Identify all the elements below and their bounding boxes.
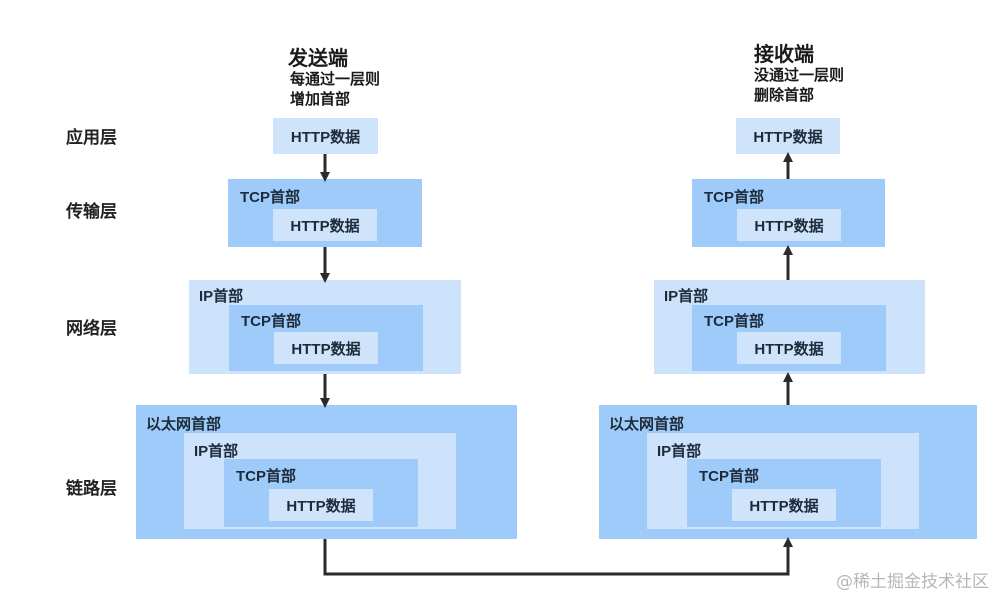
receiver-subtitle-line1: 没通过一层则 xyxy=(754,67,845,84)
receiver-network-ip-box: IP首部 TCP首部 HTTP数据 xyxy=(654,280,925,374)
sender-link-tcp-label: TCP首部 xyxy=(236,468,297,485)
sender-network-http-box: HTTP数据 xyxy=(274,332,378,364)
receiver-transport-http-box: HTTP数据 xyxy=(737,209,841,241)
sender-link-ip-label: IP首部 xyxy=(194,443,239,460)
sender-network-tcp-label: TCP首部 xyxy=(241,313,302,330)
sender-link-ethernet-label: 以太网首部 xyxy=(146,416,222,433)
sender-subtitle-line1: 每通过一层则 xyxy=(290,71,381,88)
sender-title: 发送端 xyxy=(288,48,348,70)
sender-network-tcp-box: TCP首部 HTTP数据 xyxy=(229,305,423,371)
sender-network-ip-box: IP首部 TCP首部 HTTP数据 xyxy=(189,280,461,374)
sender-link-ip-box: IP首部 TCP首部 HTTP数据 xyxy=(184,433,456,529)
receiver-network-tcp-label: TCP首部 xyxy=(704,313,765,330)
receiver-link-http-box: HTTP数据 xyxy=(732,489,836,521)
sender-transport-tcp-box: TCP首部 HTTP数据 xyxy=(228,179,422,247)
receiver-link-ip-box: IP首部 TCP首部 HTTP数据 xyxy=(647,433,919,529)
receiver-network-tcp-box: TCP首部 HTTP数据 xyxy=(692,305,886,371)
sender-subtitle-line2: 增加首部 xyxy=(290,91,351,108)
receiver-title: 接收端 xyxy=(754,44,814,66)
layer-label-network: 网络层 xyxy=(66,319,117,338)
sender-link-ethernet-box: 以太网首部 IP首部 TCP首部 HTTP数据 xyxy=(136,405,517,539)
receiver-transport-tcp-box: TCP首部 HTTP数据 xyxy=(692,179,885,247)
sender-link-http-box: HTTP数据 xyxy=(269,489,373,521)
link-connector-line xyxy=(323,537,793,576)
receiver-network-http-box: HTTP数据 xyxy=(737,332,841,364)
layer-label-link: 链路层 xyxy=(66,479,117,498)
receiver-app-http-box: HTTP数据 xyxy=(736,118,840,154)
receiver-subtitle-line2: 删除首部 xyxy=(754,87,815,104)
receiver-network-ip-label: IP首部 xyxy=(664,288,709,305)
layer-label-transport: 传输层 xyxy=(66,202,117,221)
receiver-transport-tcp-label: TCP首部 xyxy=(704,189,765,206)
sender-transport-http-box: HTTP数据 xyxy=(273,209,377,241)
receiver-link-ethernet-label: 以太网首部 xyxy=(609,416,685,433)
receiver-link-ip-label: IP首部 xyxy=(657,443,702,460)
receiver-link-tcp-box: TCP首部 HTTP数据 xyxy=(687,459,881,527)
receiver-link-ethernet-box: 以太网首部 IP首部 TCP首部 HTTP数据 xyxy=(599,405,977,539)
sender-link-tcp-box: TCP首部 HTTP数据 xyxy=(224,459,418,527)
layer-label-application: 应用层 xyxy=(66,128,117,147)
sender-network-ip-label: IP首部 xyxy=(199,288,244,305)
sender-transport-tcp-label: TCP首部 xyxy=(240,189,301,206)
watermark-text: @稀土掘金技术社区 xyxy=(836,572,989,592)
sender-app-http-box: HTTP数据 xyxy=(273,118,378,154)
receiver-link-tcp-label: TCP首部 xyxy=(699,468,760,485)
